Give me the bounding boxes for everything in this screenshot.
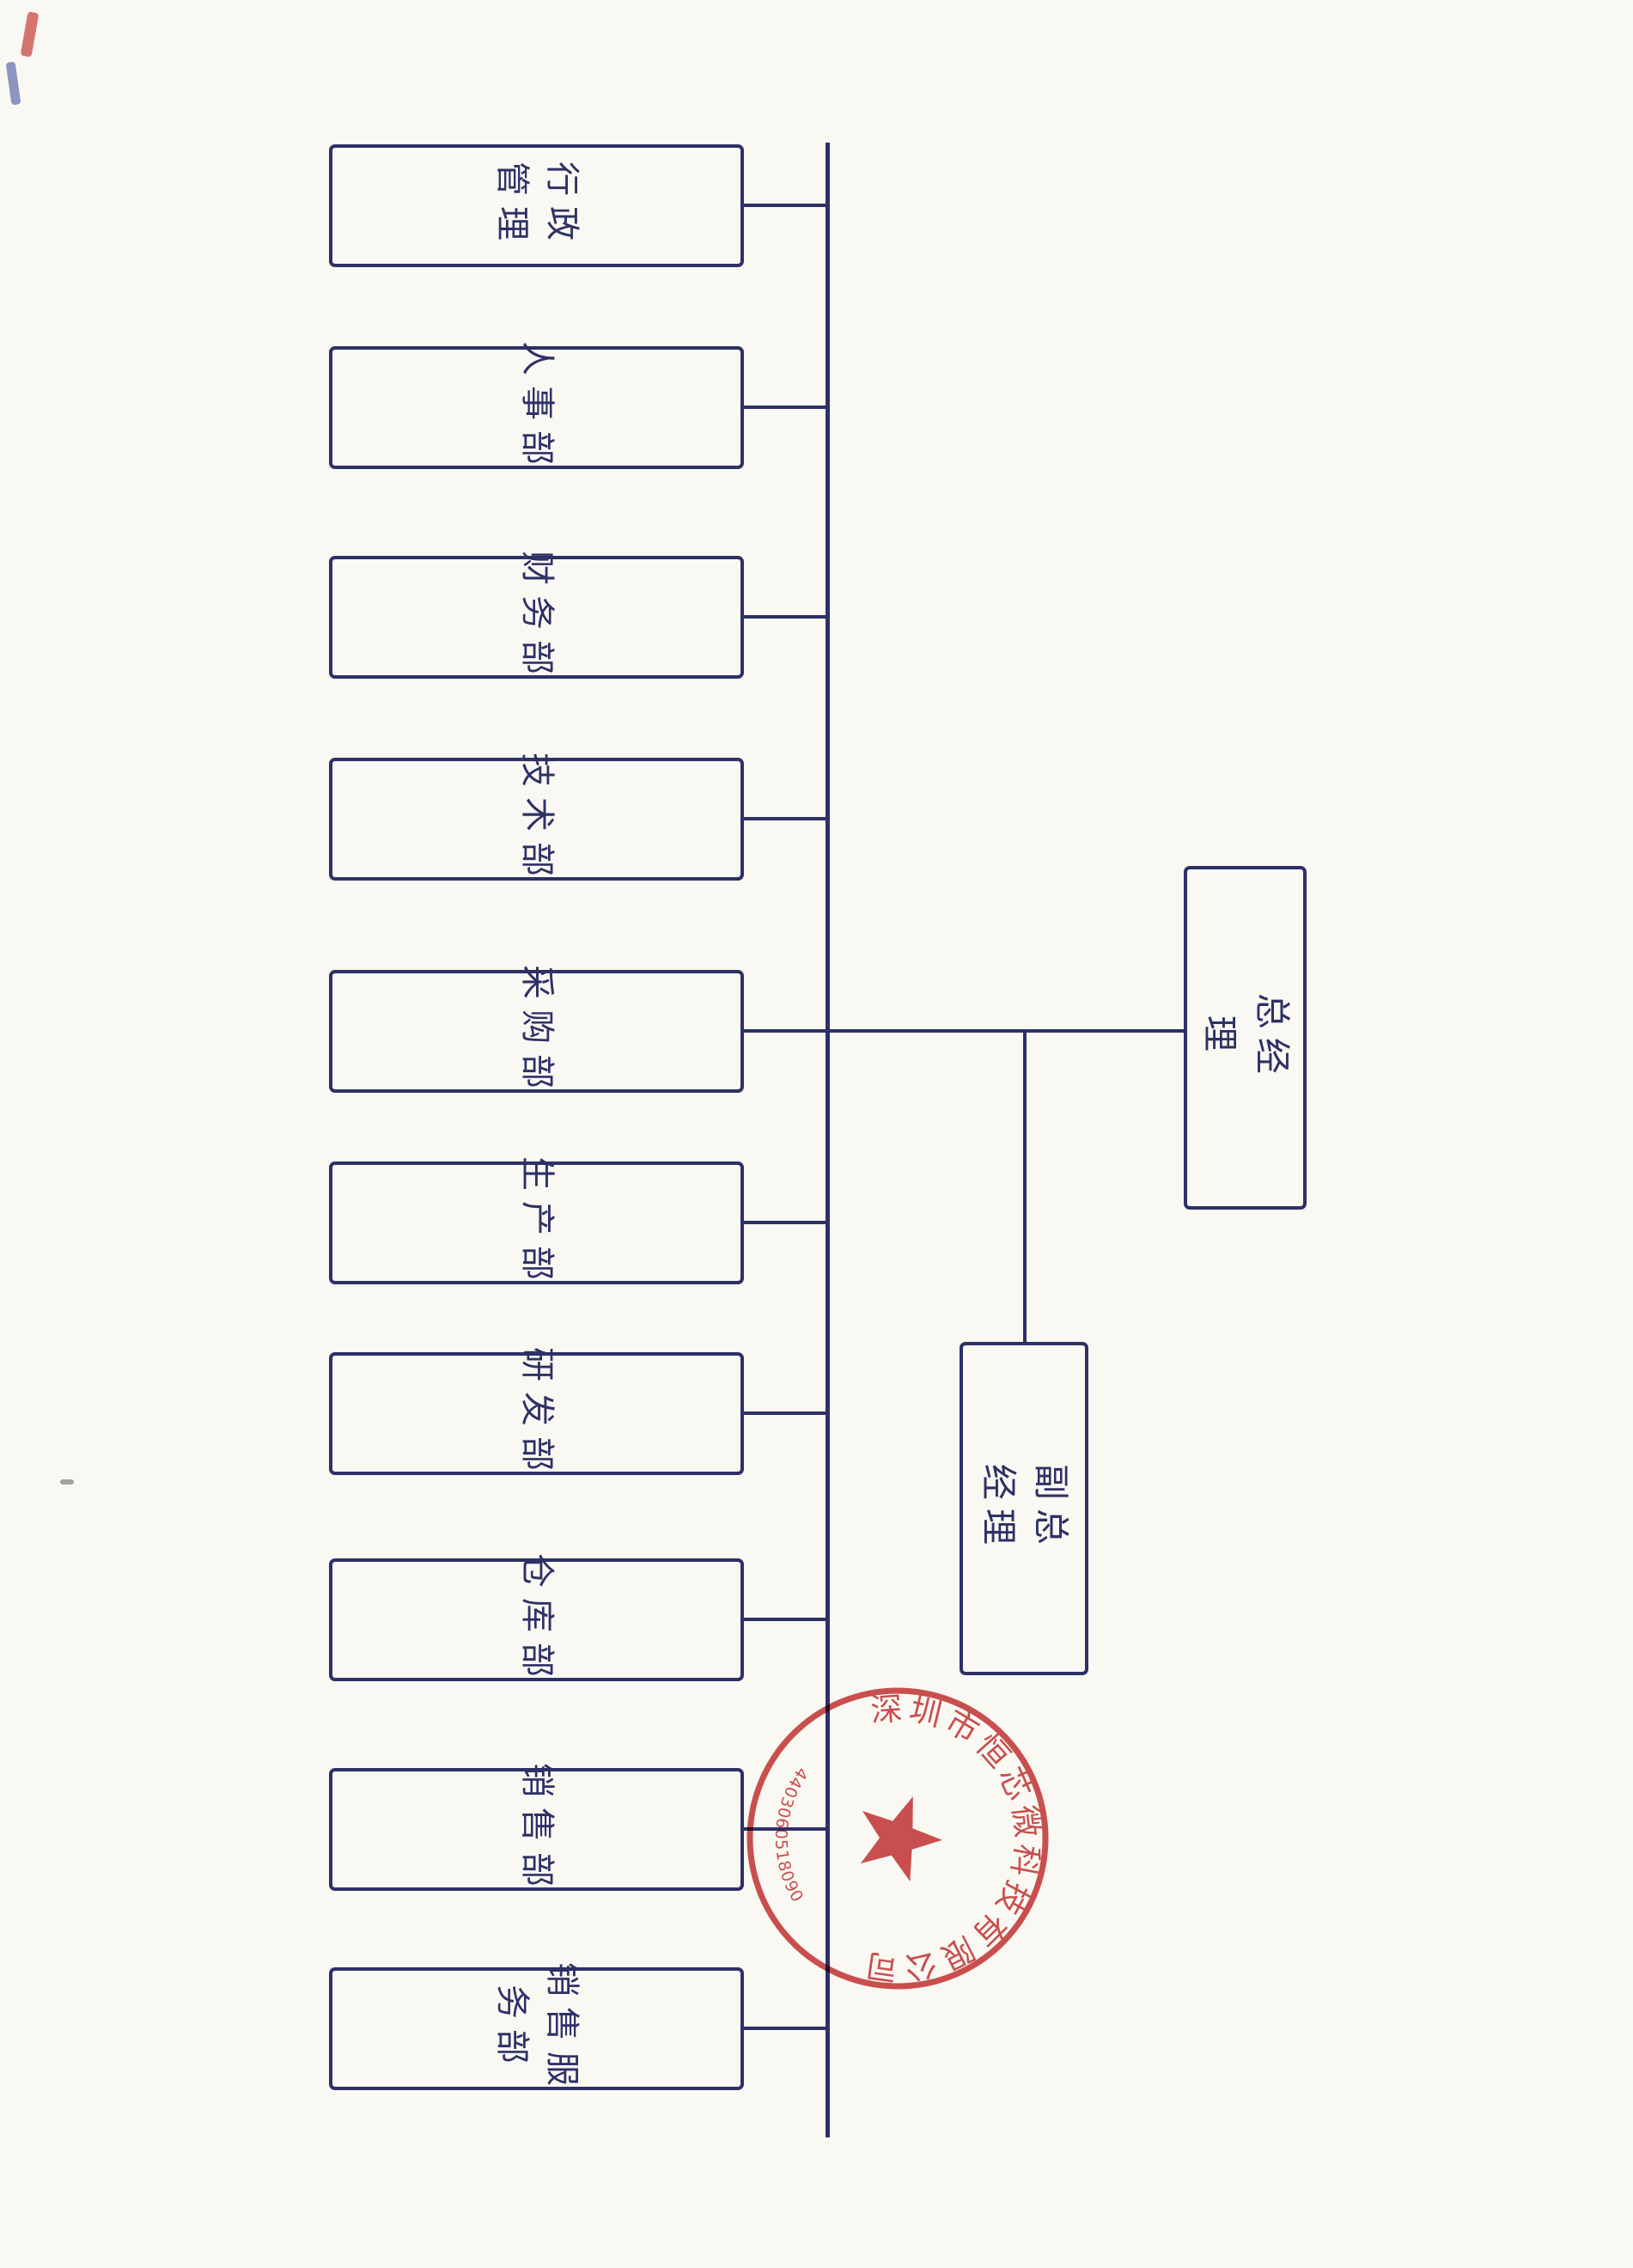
connector-line: [740, 1029, 827, 1033]
seal-number-text: 4403060518090: [769, 1763, 812, 1906]
company-seal: 深圳市恒芯微科技有限公司 4403060518090: [746, 1687, 1051, 1992]
dgm-branch-line: [1023, 1029, 1027, 1344]
connector-line: [740, 1827, 827, 1831]
dept-label: 生产部: [516, 1155, 557, 1290]
connector-line: [740, 1411, 827, 1415]
dept-box-renshi: 人事部: [329, 341, 744, 475]
dept-box-jishu: 技术部: [329, 753, 744, 887]
dept-box-yanfa: 研发部: [329, 1347, 744, 1481]
scan-artifact-blue: [5, 61, 21, 106]
connector-line: [740, 817, 827, 820]
deputy-general-manager-box: 副总经理: [960, 1342, 1088, 1675]
star-icon: [860, 1796, 942, 1882]
connector-line: [740, 2027, 827, 2030]
dept-label: 仓库部: [516, 1552, 557, 1687]
deputy-general-manager-label: 副总经理: [978, 1463, 1072, 1553]
dept-label: 研发部: [516, 1346, 557, 1481]
connector-line: [740, 405, 827, 409]
dept-box-cangku: 仓库部: [329, 1553, 744, 1687]
dept-label: 销售服 务部: [491, 1961, 582, 2096]
dept-box-caiwu: 财务部: [329, 551, 744, 685]
scan-artifact-dash: [60, 1479, 74, 1485]
dept-label: 财务部: [516, 550, 557, 685]
dept-box-xiaoshou: 销售部: [329, 1763, 744, 1897]
general-manager-label: 总经理: [1198, 992, 1294, 1082]
dept-box-xingzheng-guanli: 行政 管理: [329, 144, 744, 267]
dept-label: 技术部: [516, 752, 557, 887]
connector-line: [740, 1221, 827, 1224]
dept-box-shengchan: 生产部: [329, 1156, 744, 1290]
seal-ring: [746, 1687, 1049, 1990]
connector-line: [740, 204, 827, 207]
dept-label: 采购部: [516, 964, 557, 1099]
dept-box-caigou: 采购部: [329, 965, 744, 1099]
general-manager-box: 总经理: [1184, 866, 1307, 1210]
dept-box-xiaoshou-fuwu: 销售服 务部: [329, 1962, 744, 2096]
scan-artifact-red: [20, 11, 40, 58]
dept-label: 人事部: [516, 340, 557, 475]
connector-line: [740, 1618, 827, 1621]
trunk-line: [826, 143, 830, 2137]
connector-line: [740, 615, 827, 619]
dept-label: 销售部: [516, 1762, 557, 1897]
dept-label: 行政 管理: [491, 161, 582, 251]
gm-branch-line: [827, 1029, 1185, 1033]
